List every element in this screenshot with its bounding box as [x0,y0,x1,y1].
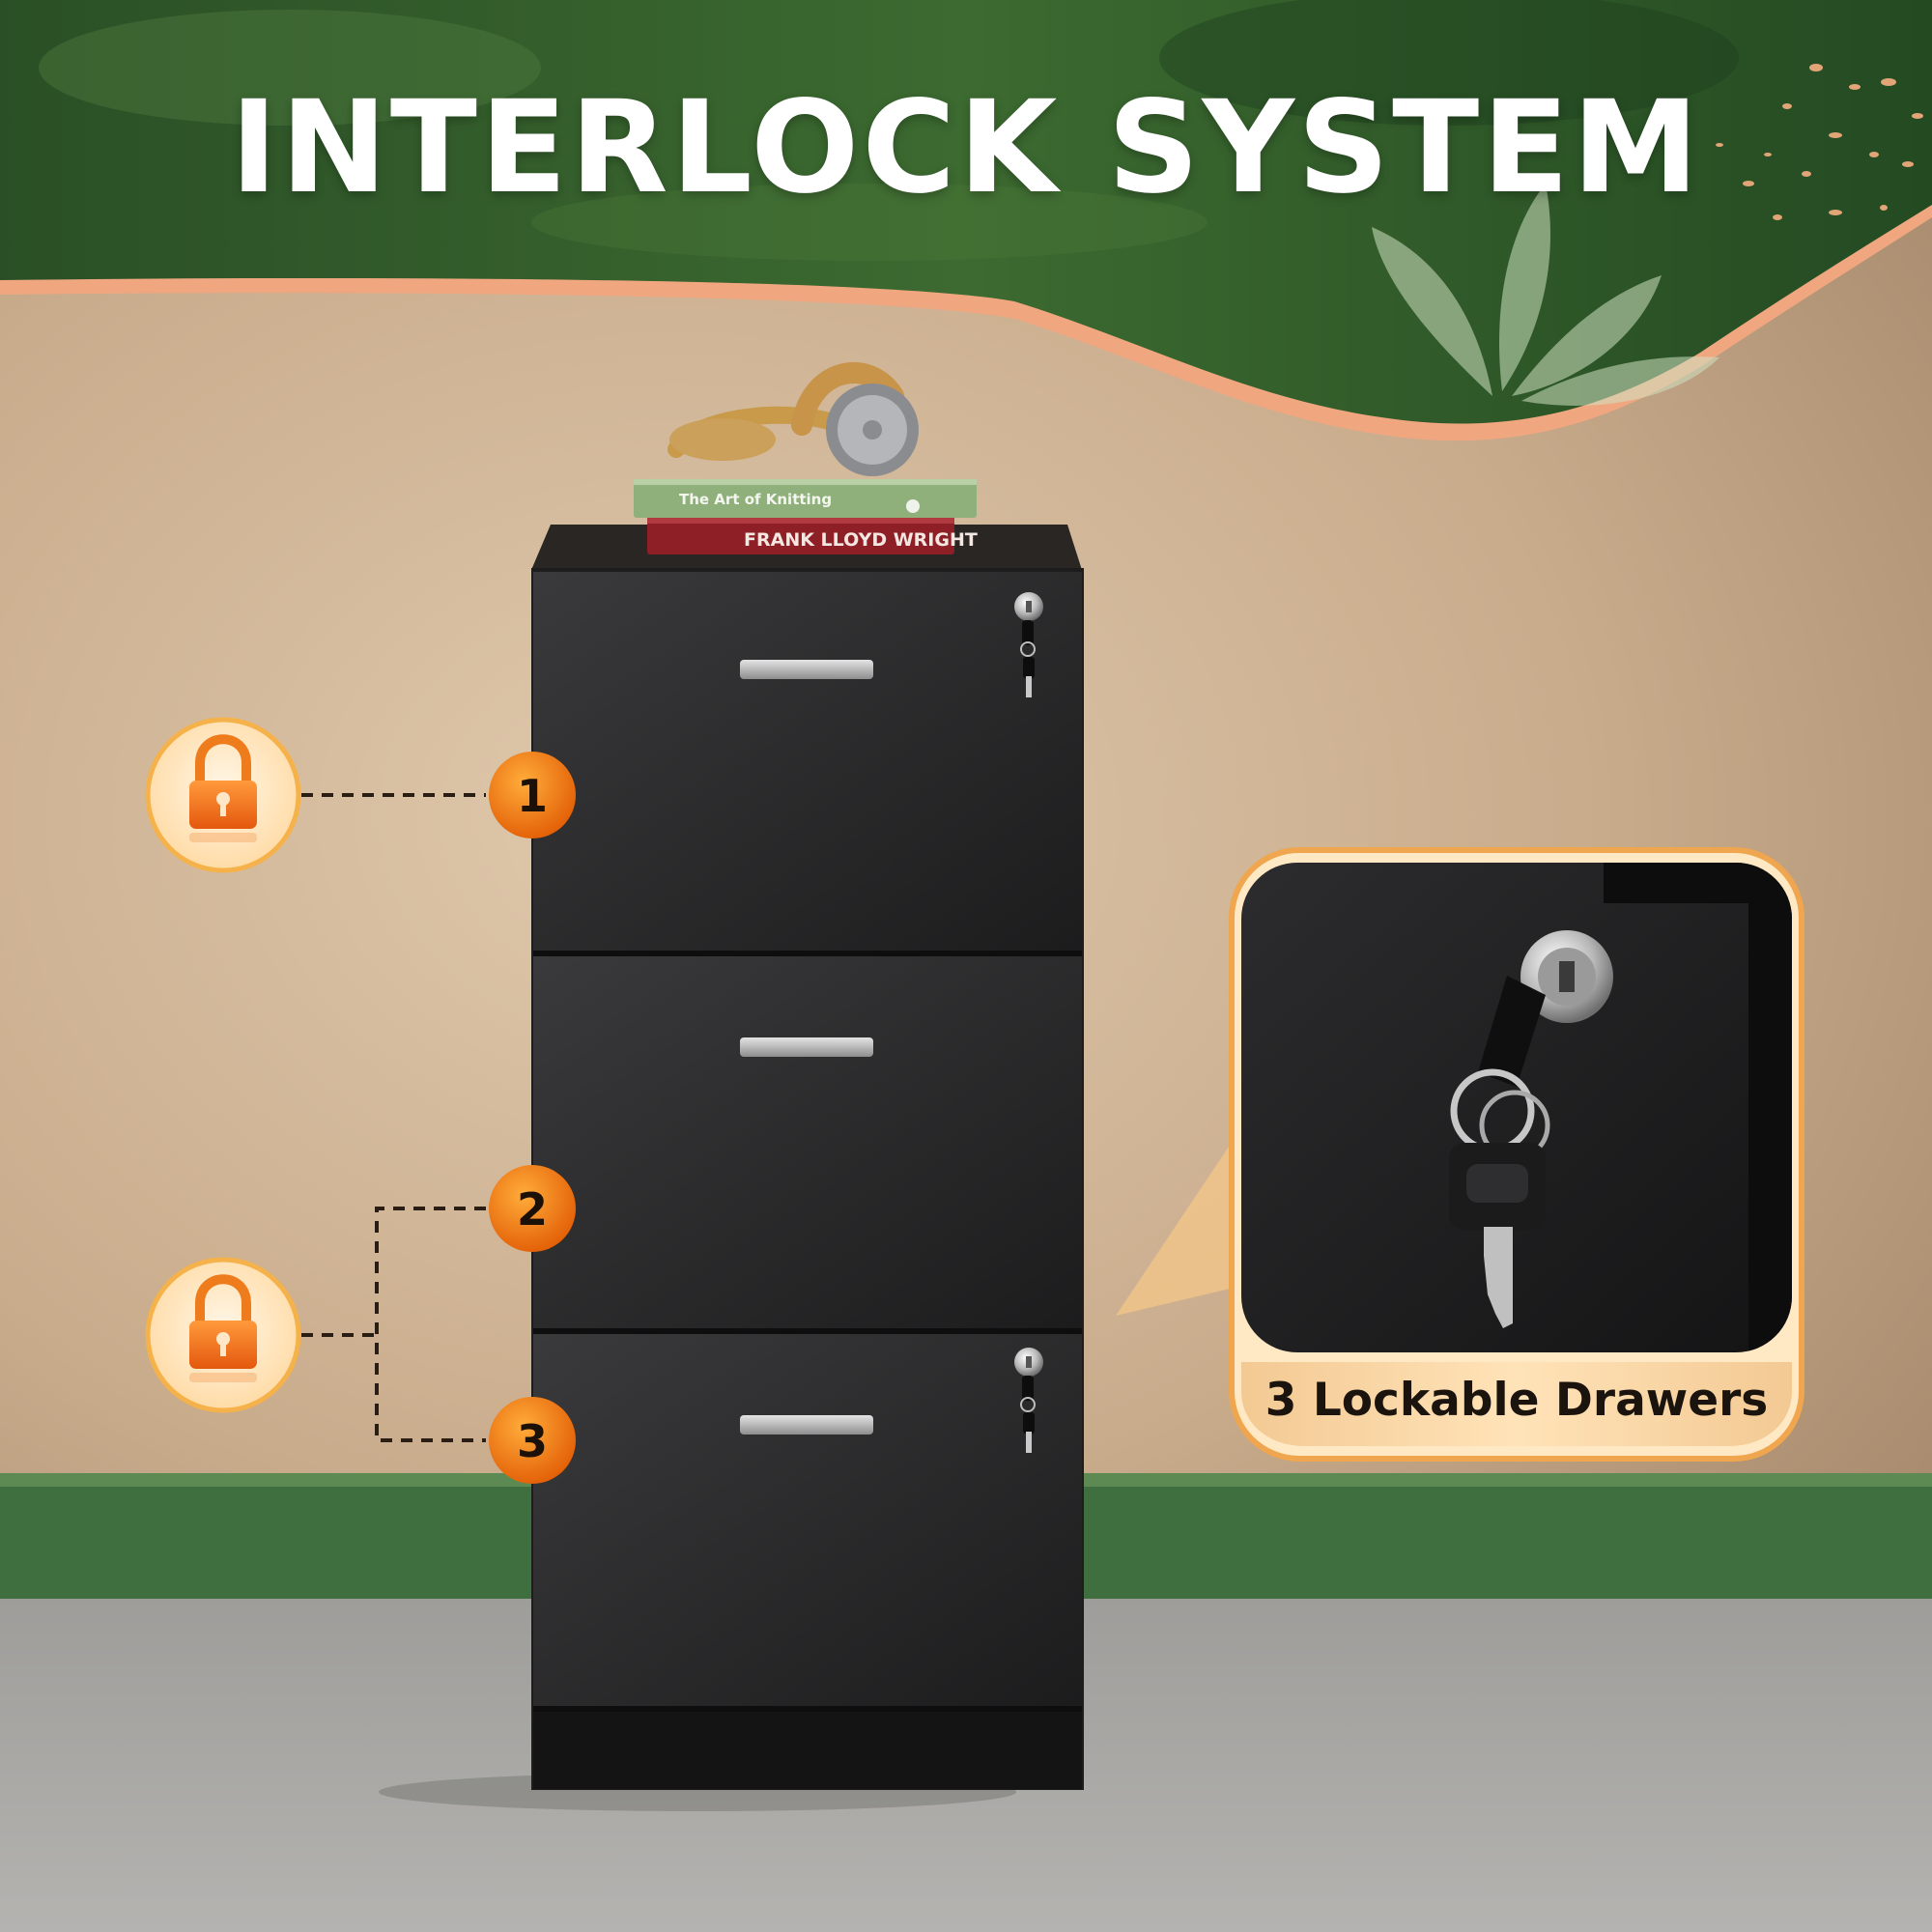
foliage-blur [39,10,541,126]
foliage-blur [531,184,1208,261]
padlock-icon [145,1257,301,1413]
drawer-1-lock[interactable] [1014,592,1043,697]
inset-caption-bar [1241,1362,1792,1446]
callout-badge-1: 1 [489,752,576,838]
drawer-3-handle[interactable] [740,1415,873,1435]
inset-pointer [1116,1121,1246,1316]
key-icon [1478,976,1546,1087]
callout-badge-3: 3 [489,1397,576,1484]
headphones-icon [668,362,919,476]
filing-cabinet [531,525,1084,1790]
drawer-gap [533,1706,1082,1712]
cabinet-plinth [533,1712,1082,1789]
headline: INTERLOCK SYSTEM [230,73,1702,222]
red-book [647,518,954,554]
book-stack [634,479,977,554]
inset-caption: 3 Lockable Drawers [1264,1374,1769,1427]
callout-number-2: 2 [517,1183,548,1236]
callout-connectors [301,793,486,1442]
drawer-gap [533,951,1082,956]
drawer-2-handle[interactable] [740,1037,873,1057]
padlock-icon [145,717,301,873]
callout-badge-2: 2 [489,1165,576,1252]
green-book [634,479,977,518]
callout-number-1: 1 [517,770,548,822]
drawer-1-handle[interactable] [740,660,873,679]
drawer-3[interactable] [533,1334,1082,1706]
drawer-2[interactable] [533,956,1082,1328]
foliage-blur [1159,0,1739,126]
inset-lock-closeup [1241,863,1792,1352]
drawer-1[interactable] [533,572,1082,951]
sparkles [1716,64,1923,220]
drawer-gap [533,1328,1082,1334]
drawer-3-lock[interactable] [1014,1348,1043,1453]
callout-number-3: 3 [517,1415,548,1467]
leaf-icon [1372,184,1719,406]
